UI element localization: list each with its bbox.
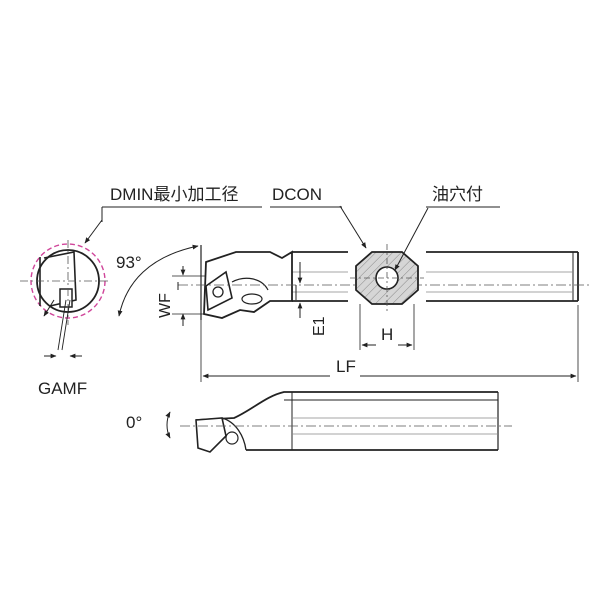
lf-dimension	[200, 305, 579, 382]
side-insert	[195, 417, 227, 453]
angle-93-label: 93°	[116, 253, 142, 272]
dcon-label: DCON	[272, 185, 322, 204]
e1-label: E1	[311, 316, 328, 336]
h-label: H	[381, 325, 393, 344]
wf-label: WF	[157, 293, 174, 318]
clamp-screw	[212, 286, 224, 298]
gamf-label: GAMF	[38, 379, 87, 398]
lf-label: LF	[336, 357, 356, 376]
insert-end	[59, 288, 73, 308]
tool-top-view	[117, 244, 590, 326]
dmin-label: DMIN最小加工径	[110, 185, 238, 204]
end-view-dmin	[20, 219, 110, 359]
angle-0-label: 0°	[126, 413, 142, 432]
cross-section-dcon	[339, 205, 429, 350]
tool-side-view	[165, 391, 512, 453]
oil-hole-label: 油穴付	[432, 185, 483, 204]
